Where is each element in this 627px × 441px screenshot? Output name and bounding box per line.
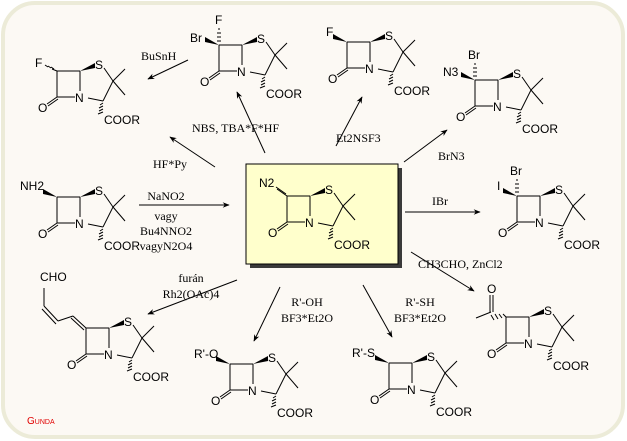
reagent-line: vagy	[154, 209, 177, 223]
coor-label: COOR	[104, 113, 140, 127]
author-signature: Gunda	[27, 416, 55, 427]
reagent-ch3cho: CH3CHO, ZnCl2	[418, 257, 503, 271]
reagent-nano2: NaNO2 vagy Bu4NNO2 vagyN2O4	[140, 189, 193, 253]
substituent-i: I	[497, 179, 500, 193]
substituent-f: F	[326, 25, 333, 39]
molecule-acetyl: O COOR	[475, 282, 589, 373]
arrow-roh	[253, 286, 281, 342]
reagent-hfpy: HF*Py	[153, 157, 187, 171]
substituent-f: F	[215, 13, 222, 27]
reagent-busnh: BuSnH	[141, 49, 177, 63]
arrow-busnh	[147, 59, 189, 80]
reagent-brn3: BrN3	[438, 149, 465, 163]
reagent-roh: R'-OH BF3*Et2O	[281, 295, 333, 325]
reagent-ibr: IBr	[432, 194, 448, 208]
molecule-amino: NH2 COOR	[20, 179, 140, 253]
reagent-nbs: NBS, TBA*F*HF	[192, 121, 279, 135]
reagent-line: NaNO2	[147, 189, 184, 203]
arrow-rsh	[362, 284, 393, 338]
substituent-nh2: NH2	[20, 179, 44, 193]
coor-label: COOR	[436, 405, 472, 419]
reagent-line: BF3*Et2O	[394, 311, 446, 325]
coor-label: COOR	[522, 122, 558, 136]
molecule-dienal: CHO COOR	[40, 270, 169, 384]
coor-label: COOR	[394, 84, 430, 98]
coor-label: COOR	[334, 238, 370, 252]
arrow-brn3	[403, 129, 448, 163]
molecule-bromo-azido: N3 Br COOR	[443, 48, 558, 136]
substituent-f: F	[35, 56, 42, 70]
coor-label: COOR	[266, 87, 302, 101]
arrow-furan	[147, 279, 238, 315]
arrow-ch3cho	[410, 251, 475, 292]
substituent-br: Br	[190, 31, 202, 45]
molecule-bromo-fluoro: Br F COOR	[190, 13, 302, 101]
carbonyl-o: O	[487, 282, 496, 296]
coor-label: COOR	[553, 359, 589, 373]
reagent-line: Bu4NNO2	[140, 224, 192, 238]
reagent-line: vagyN2O4	[140, 239, 193, 253]
molecule-fluoro-alpha: F COOR	[35, 56, 140, 127]
substituent-n2: N2	[259, 176, 275, 190]
coor-label: COOR	[133, 370, 169, 384]
molecule-alkoxy: R'-O COOR	[194, 347, 313, 420]
highlight-box	[245, 163, 399, 265]
molecule-thio: R'-S COOR	[352, 346, 472, 419]
molecule-iodo-bromo: I Br COOR	[497, 164, 600, 252]
substituent-oalkyl: R'-O	[194, 347, 218, 361]
arrow-dast	[335, 96, 363, 147]
reagent-dast: Et2NSF3	[336, 131, 381, 145]
substituent-salkyl: R'-S	[352, 346, 375, 360]
coor-label: COOR	[564, 238, 600, 252]
reagent-line: BF3*Et2O	[281, 311, 333, 325]
reagent-rsh: R'-SH BF3*Et2O	[394, 295, 446, 325]
substituent-br: Br	[468, 48, 480, 62]
molecule-fluoro-beta: F COOR	[326, 25, 430, 98]
reagent-furan: furán Rh2(OAc)4	[163, 271, 220, 301]
coor-label: COOR	[104, 239, 140, 253]
molecule-diazo: N2 COOR	[259, 176, 370, 252]
coor-label: COOR	[277, 406, 313, 420]
reagent-line: furán	[178, 271, 203, 285]
reagent-line: R'-SH	[405, 295, 435, 309]
reagent-line: Rh2(OAc)4	[163, 287, 220, 301]
substituent-br: Br	[510, 164, 522, 178]
substituent-n3: N3	[443, 65, 459, 79]
arrow-hfpy	[169, 136, 216, 168]
reagent-line: R'-OH	[291, 295, 323, 309]
arrow-nbs	[236, 91, 266, 154]
substituent-cho: CHO	[40, 270, 67, 284]
